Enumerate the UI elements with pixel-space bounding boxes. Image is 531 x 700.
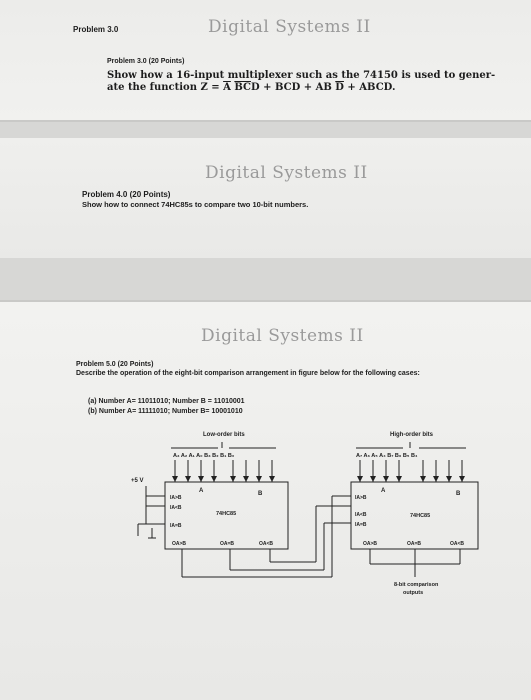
- high-chip-name: 74HC85: [410, 513, 430, 519]
- high-b-label: B: [456, 491, 461, 497]
- problem-4-page: Digital Systems II Problem 4.0 (20 Point…: [0, 138, 531, 258]
- problem-3-line-1: Show how a 16-input multiplexer such as …: [107, 70, 496, 81]
- high-in-gt: IA>B: [355, 495, 367, 501]
- low-a-label: A: [199, 488, 204, 494]
- page-divider: [0, 300, 531, 302]
- high-in-eq: IA=B: [355, 522, 367, 528]
- low-order-chip: [164, 481, 289, 550]
- problem-4-text: Show how to connect 74HC85s to compare t…: [82, 200, 309, 209]
- supply-label: +5 V: [131, 478, 144, 484]
- case-b: (b) Number A= 11111010; Number B= 100010…: [88, 408, 243, 415]
- output-wiring: [369, 549, 461, 577]
- handwritten-course-title: Digital Systems II: [201, 326, 364, 346]
- problem-3-page: Problem 3.0 Digital Systems II Problem 3…: [0, 0, 531, 120]
- handwritten-course-title: Digital Systems II: [208, 17, 371, 37]
- high-in-lt: IA<B: [355, 512, 367, 518]
- low-out-eq: OA=B: [220, 541, 234, 547]
- high-pin-labels: A₇ A₆ A₅ A₄ B₇ B₆ B₅ B₄: [356, 453, 418, 459]
- low-chip-name: 74HC85: [216, 511, 236, 517]
- low-b-label: B: [258, 491, 263, 497]
- problem-5-title: Problem 5.0 (20 Points): [76, 361, 154, 368]
- low-out-lt: OA<B: [259, 541, 273, 547]
- high-a-label: A: [381, 488, 386, 494]
- case-a: (a) Number A= 11011010; Number B = 11010…: [88, 398, 245, 405]
- problem-3-line-2: ate the function Z = A BCD + BCD + AB D …: [107, 82, 396, 93]
- supply-wiring: [137, 486, 165, 539]
- comparator-diagram: Low-order bits High-order bits A₃ A₂ A₁ …: [131, 432, 479, 596]
- low-in-gt: IA>B: [170, 495, 182, 501]
- high-out-eq: OA=B: [407, 541, 421, 547]
- problem-4-title: Problem 4.0 (20 Points): [82, 190, 171, 199]
- handwritten-course-title: Digital Systems II: [205, 163, 368, 183]
- outputs-caption-1: 8-bit comparison: [394, 582, 439, 588]
- high-order-label: High-order bits: [390, 432, 434, 438]
- low-in-eq: IA=B: [170, 523, 182, 529]
- cascade-wiring: [181, 495, 351, 578]
- low-out-gt: OA>B: [172, 541, 186, 547]
- high-out-gt: OA>B: [363, 541, 377, 547]
- problem-5-text: Describe the operation of the eight-bit …: [76, 370, 420, 377]
- problem-3-title: Problem 3.0 (20 Points): [107, 58, 185, 65]
- page-divider: [0, 120, 531, 122]
- problem-5-page: Digital Systems II Problem 5.0 (20 Point…: [0, 302, 531, 700]
- low-order-label: Low-order bits: [203, 432, 245, 438]
- low-pin-labels: A₃ A₂ A₁ A₀ B₃ B₂ B₁ B₀: [173, 453, 235, 459]
- problem-3-header: Problem 3.0: [73, 25, 119, 34]
- high-out-lt: OA<B: [450, 541, 464, 547]
- low-in-lt: IA<B: [170, 505, 182, 511]
- outputs-caption-2: outputs: [403, 590, 423, 596]
